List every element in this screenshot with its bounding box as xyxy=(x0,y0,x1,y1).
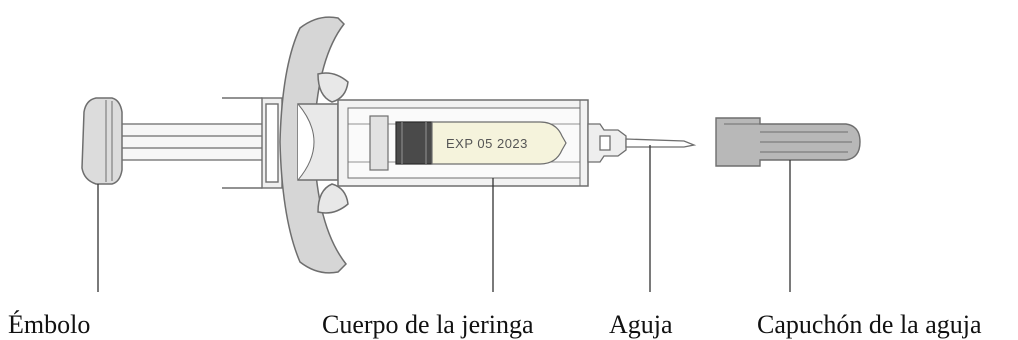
plunger-stopper xyxy=(369,115,433,171)
label-syringe-barrel: Cuerpo de la jeringa xyxy=(322,310,534,339)
expiry-label-text: EXP 05 2023 xyxy=(446,136,528,151)
plunger-cap xyxy=(81,97,123,185)
needle xyxy=(625,138,697,148)
callout-lines xyxy=(97,145,791,292)
label-plunger: Émbolo xyxy=(8,310,91,339)
needle-cap xyxy=(715,117,861,167)
plunger-rod xyxy=(117,123,279,161)
label-needle: Aguja xyxy=(609,310,673,339)
rear-clips xyxy=(222,97,283,189)
finger-flange xyxy=(279,16,349,274)
luer-tip xyxy=(587,123,627,163)
label-needle-cap: Capuchón de la aguja xyxy=(757,310,982,339)
expiry-label-area: EXP 05 2023 xyxy=(431,121,567,165)
